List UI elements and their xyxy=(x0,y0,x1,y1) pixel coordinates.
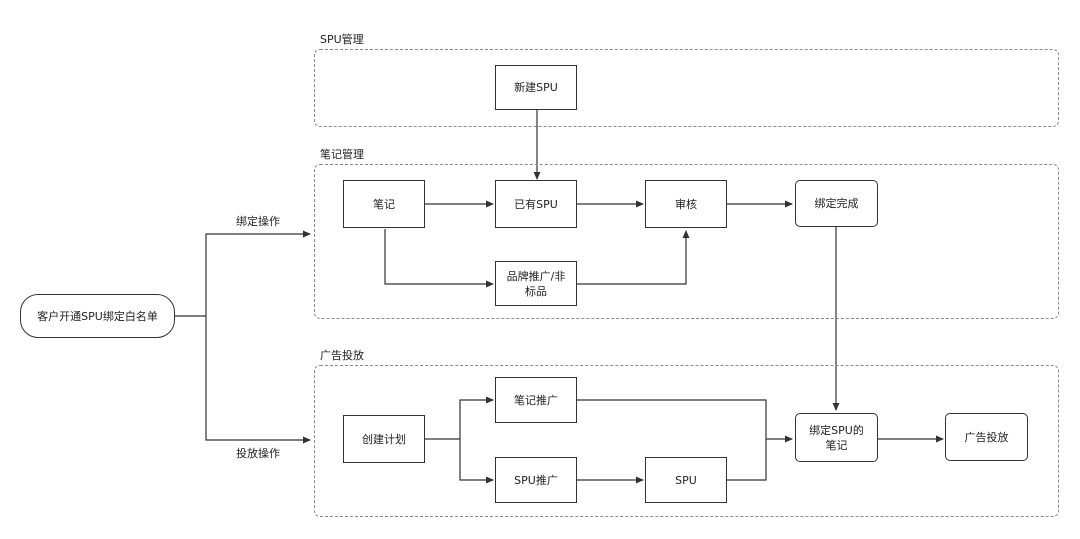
edge-whitelist-to-ad-delivery xyxy=(205,316,311,444)
node-bound-note-label-line1: 绑定SPU的 xyxy=(809,423,864,437)
node-whitelist-label: 客户开通SPU绑定白名单 xyxy=(37,309,158,323)
node-new-spu-label: 新建SPU xyxy=(514,81,558,94)
node-spu[interactable]: SPU xyxy=(645,457,727,503)
edge-note-promo-to-bound-note xyxy=(577,399,793,443)
edge-label-delivery-op: 投放操作 xyxy=(236,447,280,460)
group-note-management xyxy=(314,164,1059,319)
group-spu-management-label: SPU管理 xyxy=(320,33,364,46)
edge-label-bind-op: 绑定操作 xyxy=(236,215,280,228)
node-existing-spu-label: 已有SPU xyxy=(514,197,558,211)
node-create-plan-label: 创建计划 xyxy=(362,432,406,446)
node-brand-promo-label-line2: 标品 xyxy=(525,284,547,298)
node-brand-promo[interactable]: 品牌推广/非 标品 xyxy=(495,261,577,306)
node-create-plan[interactable]: 创建计划 xyxy=(343,415,425,463)
node-spu-promo-label: SPU推广 xyxy=(514,473,558,487)
edge-spu-to-bound-note xyxy=(727,439,767,481)
node-review-label: 审核 xyxy=(675,197,697,211)
node-new-spu[interactable]: 新建SPU xyxy=(495,65,577,110)
node-ad-delivery-label: 广告投放 xyxy=(964,430,1009,444)
node-existing-spu[interactable]: 已有SPU xyxy=(495,180,577,228)
node-review[interactable]: 审核 xyxy=(645,180,727,228)
group-ad-delivery xyxy=(314,365,1059,517)
node-brand-promo-label-line1: 品牌推广/非 xyxy=(506,269,566,283)
node-bound-note-label-line2: 笔记 xyxy=(825,438,848,452)
node-ad-delivery[interactable]: 广告投放 xyxy=(945,413,1028,461)
node-whitelist[interactable]: 客户开通SPU绑定白名单 xyxy=(20,294,175,338)
node-bind-done-label: 绑定完成 xyxy=(814,197,859,210)
edge-whitelist-to-note-mgmt xyxy=(205,230,311,316)
edge-note-to-brand-promo xyxy=(384,229,494,288)
edge-brand-promo-to-review xyxy=(577,230,690,285)
node-bind-done[interactable]: 绑定完成 xyxy=(795,180,878,227)
node-note-promo[interactable]: 笔记推广 xyxy=(495,377,577,423)
node-note-promo-label: 笔记推广 xyxy=(514,393,558,407)
edge-create-plan-to-spu-promo xyxy=(459,439,494,484)
group-note-management-label: 笔记管理 xyxy=(320,148,364,161)
node-note[interactable]: 笔记 xyxy=(343,180,425,228)
node-spu-promo[interactable]: SPU推广 xyxy=(495,457,577,503)
node-bound-note[interactable]: 绑定SPU的 笔记 xyxy=(795,413,878,462)
edge-create-plan-to-note-promo xyxy=(459,396,494,439)
group-spu-management xyxy=(314,49,1059,127)
group-ad-delivery-label: 广告投放 xyxy=(320,349,364,362)
node-spu-label: SPU xyxy=(675,473,697,487)
node-note-label: 笔记 xyxy=(373,197,395,211)
